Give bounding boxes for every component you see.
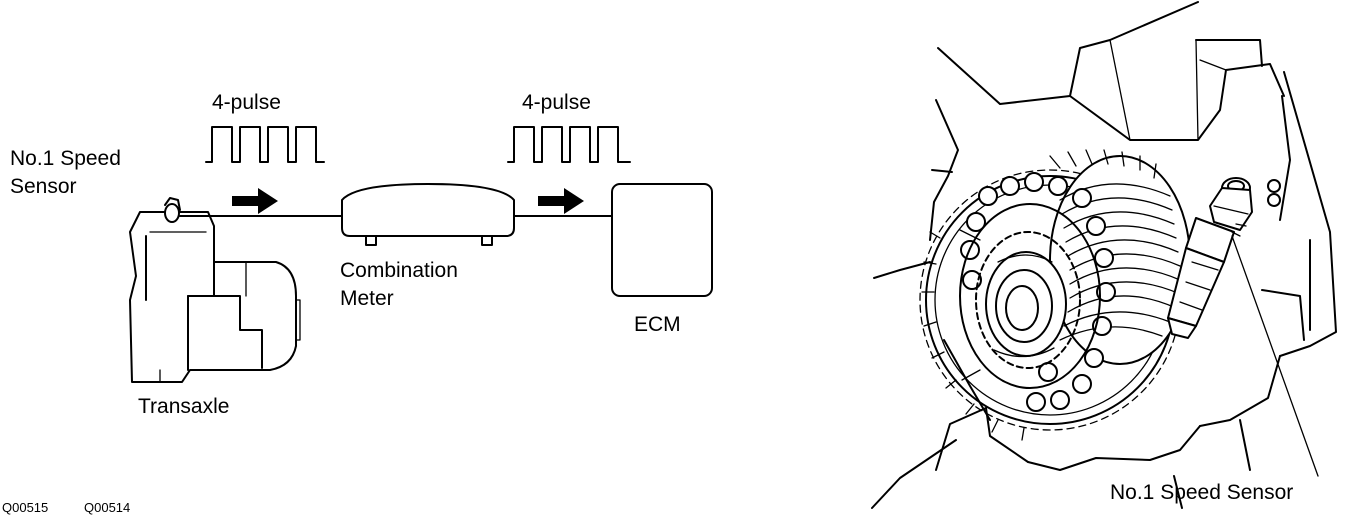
transaxle-label: Transaxle: [138, 395, 230, 418]
combination-meter-label-line1: Combination: [340, 259, 458, 282]
pulse-label-left: 4-pulse: [212, 91, 281, 114]
speed-sensor-connector: [164, 197, 181, 223]
ecm-label: ECM: [634, 313, 681, 336]
speed-sensor-label-left-line1: No.1 Speed: [10, 147, 121, 170]
signal-arrow-right: [538, 188, 584, 214]
figure-code-1: Q00515: [2, 500, 49, 515]
sensor-leader-line: [1231, 235, 1319, 477]
ecm-box: [611, 183, 713, 297]
speed-sensor-installation-drawing: [871, 1, 1337, 509]
signal-arrow-left: [232, 188, 278, 214]
pulse-label-right: 4-pulse: [522, 91, 591, 114]
speed-sensor-label-right: No.1 Speed Sensor: [1110, 481, 1294, 504]
speed-sensor-label-left-line2: Sensor: [10, 175, 77, 198]
combination-meter-drawing: [341, 183, 515, 246]
transaxle-drawing: [129, 211, 301, 383]
pulse-waveform-right: [507, 126, 631, 163]
combination-meter-label-line2: Meter: [340, 287, 394, 310]
pulse-waveform-left: [205, 126, 325, 163]
figure-code-2: Q00514: [84, 500, 131, 515]
